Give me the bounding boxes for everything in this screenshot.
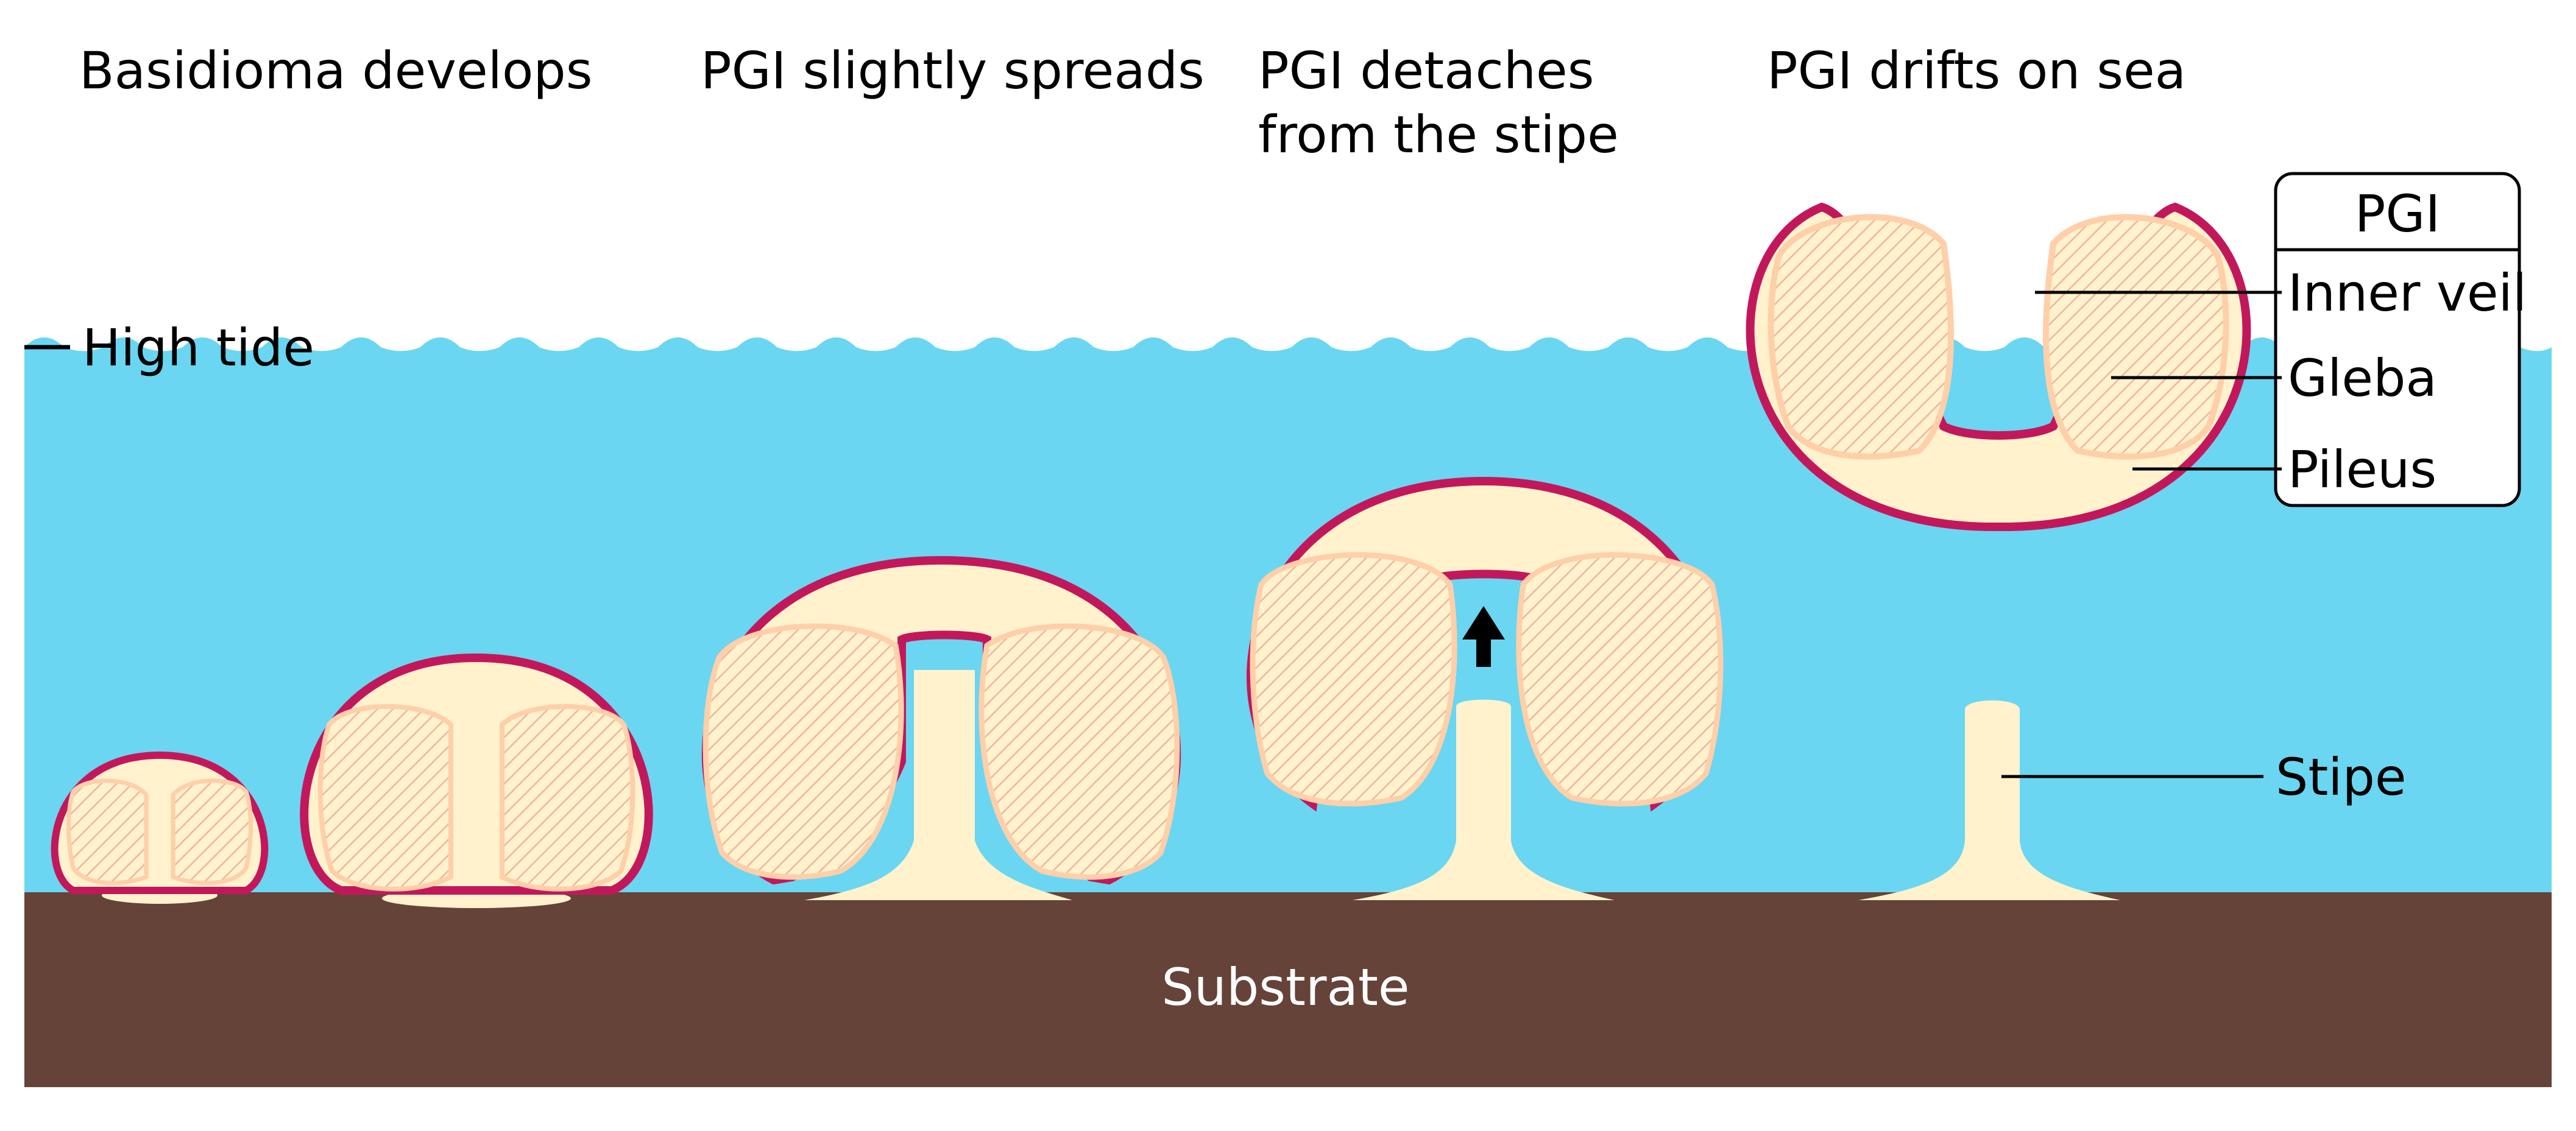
stipe-remaining: [1858, 700, 2120, 900]
legend-gleba: Gleba: [2288, 348, 2437, 408]
stage1b-gleba-left: [317, 704, 453, 892]
basidioma-stage1: [51, 751, 269, 904]
stage2-gleba-right: [978, 623, 1180, 880]
basidioma-stage2: [701, 555, 1181, 900]
high-tide-label: High tide: [82, 318, 314, 378]
stage-title-spreads: PGI slightly spreads: [701, 41, 1205, 100]
stage3-gleba-left: [1250, 552, 1457, 807]
stage2-stipe: [804, 670, 1072, 900]
stage1-gleba-right: [171, 778, 253, 886]
stage2-gleba-left: [702, 623, 904, 880]
stage3-stipe: [1353, 699, 1615, 900]
legend-inner-veil: Inner veil: [2288, 263, 2527, 323]
basidioma-stage1b: [300, 653, 653, 908]
legend-pileus: Pileus: [2288, 440, 2436, 499]
stage3-gleba-right: [1516, 552, 1724, 807]
pgi-legend: PGI Inner veil Gleba Pileus: [2035, 172, 2527, 507]
pgi-gleba-left: [1767, 214, 1954, 460]
stipe-label: Stipe: [2276, 747, 2407, 807]
stage1b-gleba-right: [500, 704, 635, 892]
stage-title-detaches-1: PGI detaches: [1258, 41, 1594, 100]
stage-title-detaches-2: from the stipe: [1258, 105, 1619, 164]
substrate-label: Substrate: [1161, 957, 1409, 1017]
legend-title: PGI: [2355, 184, 2441, 244]
stage-title-drifts: PGI drifts on sea: [1767, 41, 2186, 100]
stage1-gleba-left: [66, 778, 149, 886]
pgi-gleba-right: [2043, 214, 2229, 460]
up-arrow-icon: [1462, 606, 1505, 667]
basidioma-stage3: [1247, 476, 1724, 900]
stage4-stipe: [1858, 700, 2120, 900]
stage-title-basidioma: Basidioma develops: [79, 41, 592, 100]
legend-box: [2274, 172, 2521, 507]
substrate-ground: [24, 892, 2552, 1087]
pgi-drifting: [1746, 202, 2251, 532]
